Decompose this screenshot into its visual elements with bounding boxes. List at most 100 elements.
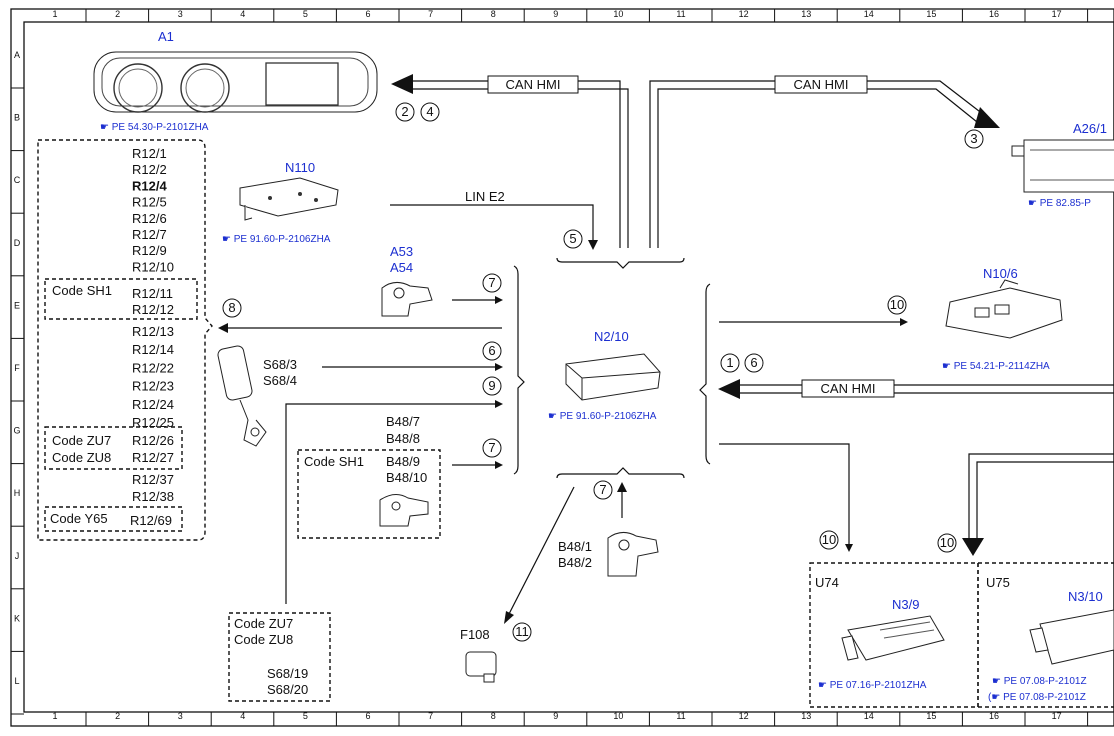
- can-hmi-bus-right: [649, 80, 989, 248]
- grid-col-label: 10: [613, 9, 623, 19]
- hand-pointer-icon: ☛: [992, 676, 1004, 687]
- r12-sh1-code: Code SH1: [52, 283, 112, 298]
- grid-col-label: 8: [491, 711, 496, 721]
- s68-20-label: S68/20: [267, 682, 308, 697]
- n10-6-label: N10/6: [983, 266, 1018, 281]
- b48-10-label: B48/10: [386, 470, 427, 485]
- arrow-right-icon: [495, 400, 503, 408]
- hand-pointer-icon: ☛: [222, 234, 234, 245]
- arrow-right-icon: [900, 318, 908, 326]
- grid-col-label: 16: [989, 9, 999, 19]
- u75-reference-link-2[interactable]: (☛ PE 07.08-P-2101Z: [988, 692, 1086, 703]
- r12-zu-code: Code ZU7: [52, 433, 111, 448]
- grid-col-label: 15: [926, 711, 936, 721]
- a1-reference-link[interactable]: ☛ PE 54.30-P-2101ZHA: [100, 122, 209, 133]
- marker-7a: 7: [488, 275, 495, 290]
- b48-sh1-code: Code SH1: [304, 454, 364, 469]
- u75-reference-link-1[interactable]: ☛ PE 07.08-P-2101Z: [992, 676, 1087, 687]
- marker-1: 1: [726, 355, 733, 370]
- r12-item: R12/12: [132, 302, 174, 317]
- grid-col-label: 1: [52, 9, 57, 19]
- b48-2-label: B48/2: [558, 555, 592, 570]
- a54-label: A54: [390, 260, 413, 275]
- marker-3: 3: [970, 131, 977, 146]
- n2-right-bracket: [699, 283, 711, 465]
- n110-module-icon: [239, 177, 339, 221]
- inner-frame: [23, 21, 1114, 713]
- grid-col-label: 8: [491, 9, 496, 19]
- r12-item: R12/1: [132, 146, 167, 161]
- a53-label: A53: [390, 244, 413, 259]
- r12-zu-code: Code ZU8: [52, 450, 111, 465]
- r12-zu-box: [44, 426, 183, 470]
- r12-item: R12/14: [132, 342, 174, 357]
- hand-pointer-icon: (☛: [988, 692, 1003, 703]
- marker-8: 8: [228, 300, 235, 315]
- can-hmi-bus-lower: [740, 384, 1114, 394]
- hand-pointer-icon: ☛: [818, 680, 830, 691]
- grid-col-label: 7: [428, 9, 433, 19]
- hand-pointer-icon: ☛: [1028, 198, 1040, 209]
- grid-col-label: 3: [178, 9, 183, 19]
- r12-list: R12/1R12/2R12/4R12/5R12/6R12/7R12/9R12/1…: [50, 146, 174, 528]
- zu7-code: Code ZU7: [234, 616, 293, 631]
- r12-y65-code: Code Y65: [50, 511, 108, 526]
- r12-item: R12/10: [132, 259, 174, 274]
- marker-6: 6: [488, 343, 495, 358]
- grid-col-label: 14: [864, 9, 874, 19]
- s68-4-label: S68/4: [263, 373, 297, 388]
- a26-reference-link[interactable]: ☛ PE 82.85-P: [1028, 198, 1091, 209]
- can-hmi-label-1: CAN HMI: [506, 77, 561, 92]
- marker-10c: 10: [940, 535, 954, 550]
- n10-6-module-icon: [945, 279, 1063, 339]
- marker-5: 5: [569, 231, 576, 246]
- grid-col-label: 5: [303, 9, 308, 19]
- marker-7c: 7: [599, 482, 606, 497]
- instrument-cluster-icon: [93, 51, 378, 113]
- frame: [10, 8, 1114, 727]
- n3-10-module-icon: [1029, 609, 1114, 665]
- arrow-down-icon: [845, 544, 853, 552]
- grid-col-label: 17: [1052, 711, 1062, 721]
- u75-label: U75: [986, 575, 1010, 590]
- n110-reference-link[interactable]: ☛ PE 91.60-P-2106ZHA: [222, 234, 331, 245]
- n3-10-label: N3/10: [1068, 589, 1103, 604]
- grid-col-label: 11: [676, 711, 685, 721]
- grid-col-label: 4: [240, 711, 245, 721]
- grid-row-label: H: [14, 488, 21, 498]
- n2-10-reference-link[interactable]: ☛ PE 91.60-P-2106ZHA: [548, 411, 657, 422]
- s68-zu-box: [228, 612, 331, 702]
- grid-col-label: 9: [553, 9, 558, 19]
- marker-6b: 6: [750, 355, 757, 370]
- n2-10-module-icon: [565, 353, 661, 401]
- r12-item: R12/22: [132, 360, 174, 375]
- grid-col-label: 17: [1052, 9, 1062, 19]
- f108-sensor-icon: [465, 651, 497, 683]
- grid-row-label: F: [14, 363, 20, 373]
- n10-6-reference-link[interactable]: ☛ PE 54.21-P-2114ZHA: [942, 361, 1050, 372]
- arrow-right-icon: [495, 461, 503, 469]
- arrow-left-icon: [718, 379, 740, 399]
- b48-7-label: B48/7: [386, 414, 420, 429]
- r12-item: R12/9: [132, 243, 167, 258]
- r12-item: R12/4: [132, 178, 167, 193]
- can-hmi-bus-left: [413, 80, 629, 248]
- b48-1-label: B48/1: [558, 539, 592, 554]
- r12-item: R12/37: [132, 472, 174, 487]
- grid-row-label: L: [14, 676, 19, 686]
- b48-8-label: B48/8: [386, 431, 420, 446]
- arrow-right-icon: [495, 296, 503, 304]
- b48-sh1-box: [297, 449, 441, 539]
- u74-reference-link[interactable]: ☛ PE 07.16-P-2101ZHA: [818, 680, 927, 691]
- grid-col-label: 15: [926, 9, 936, 19]
- grid-row-label: A: [14, 50, 20, 60]
- marker-10a: 10: [890, 297, 904, 312]
- grid-col-label: 12: [739, 711, 749, 721]
- grid-col-label: 6: [365, 711, 370, 721]
- grid-col-label: 14: [864, 711, 874, 721]
- s68-3-label: S68/3: [263, 357, 297, 372]
- grid-col-label: 3: [178, 711, 183, 721]
- grid-row-label: K: [14, 613, 20, 623]
- grid-col-label: 1: [52, 711, 57, 721]
